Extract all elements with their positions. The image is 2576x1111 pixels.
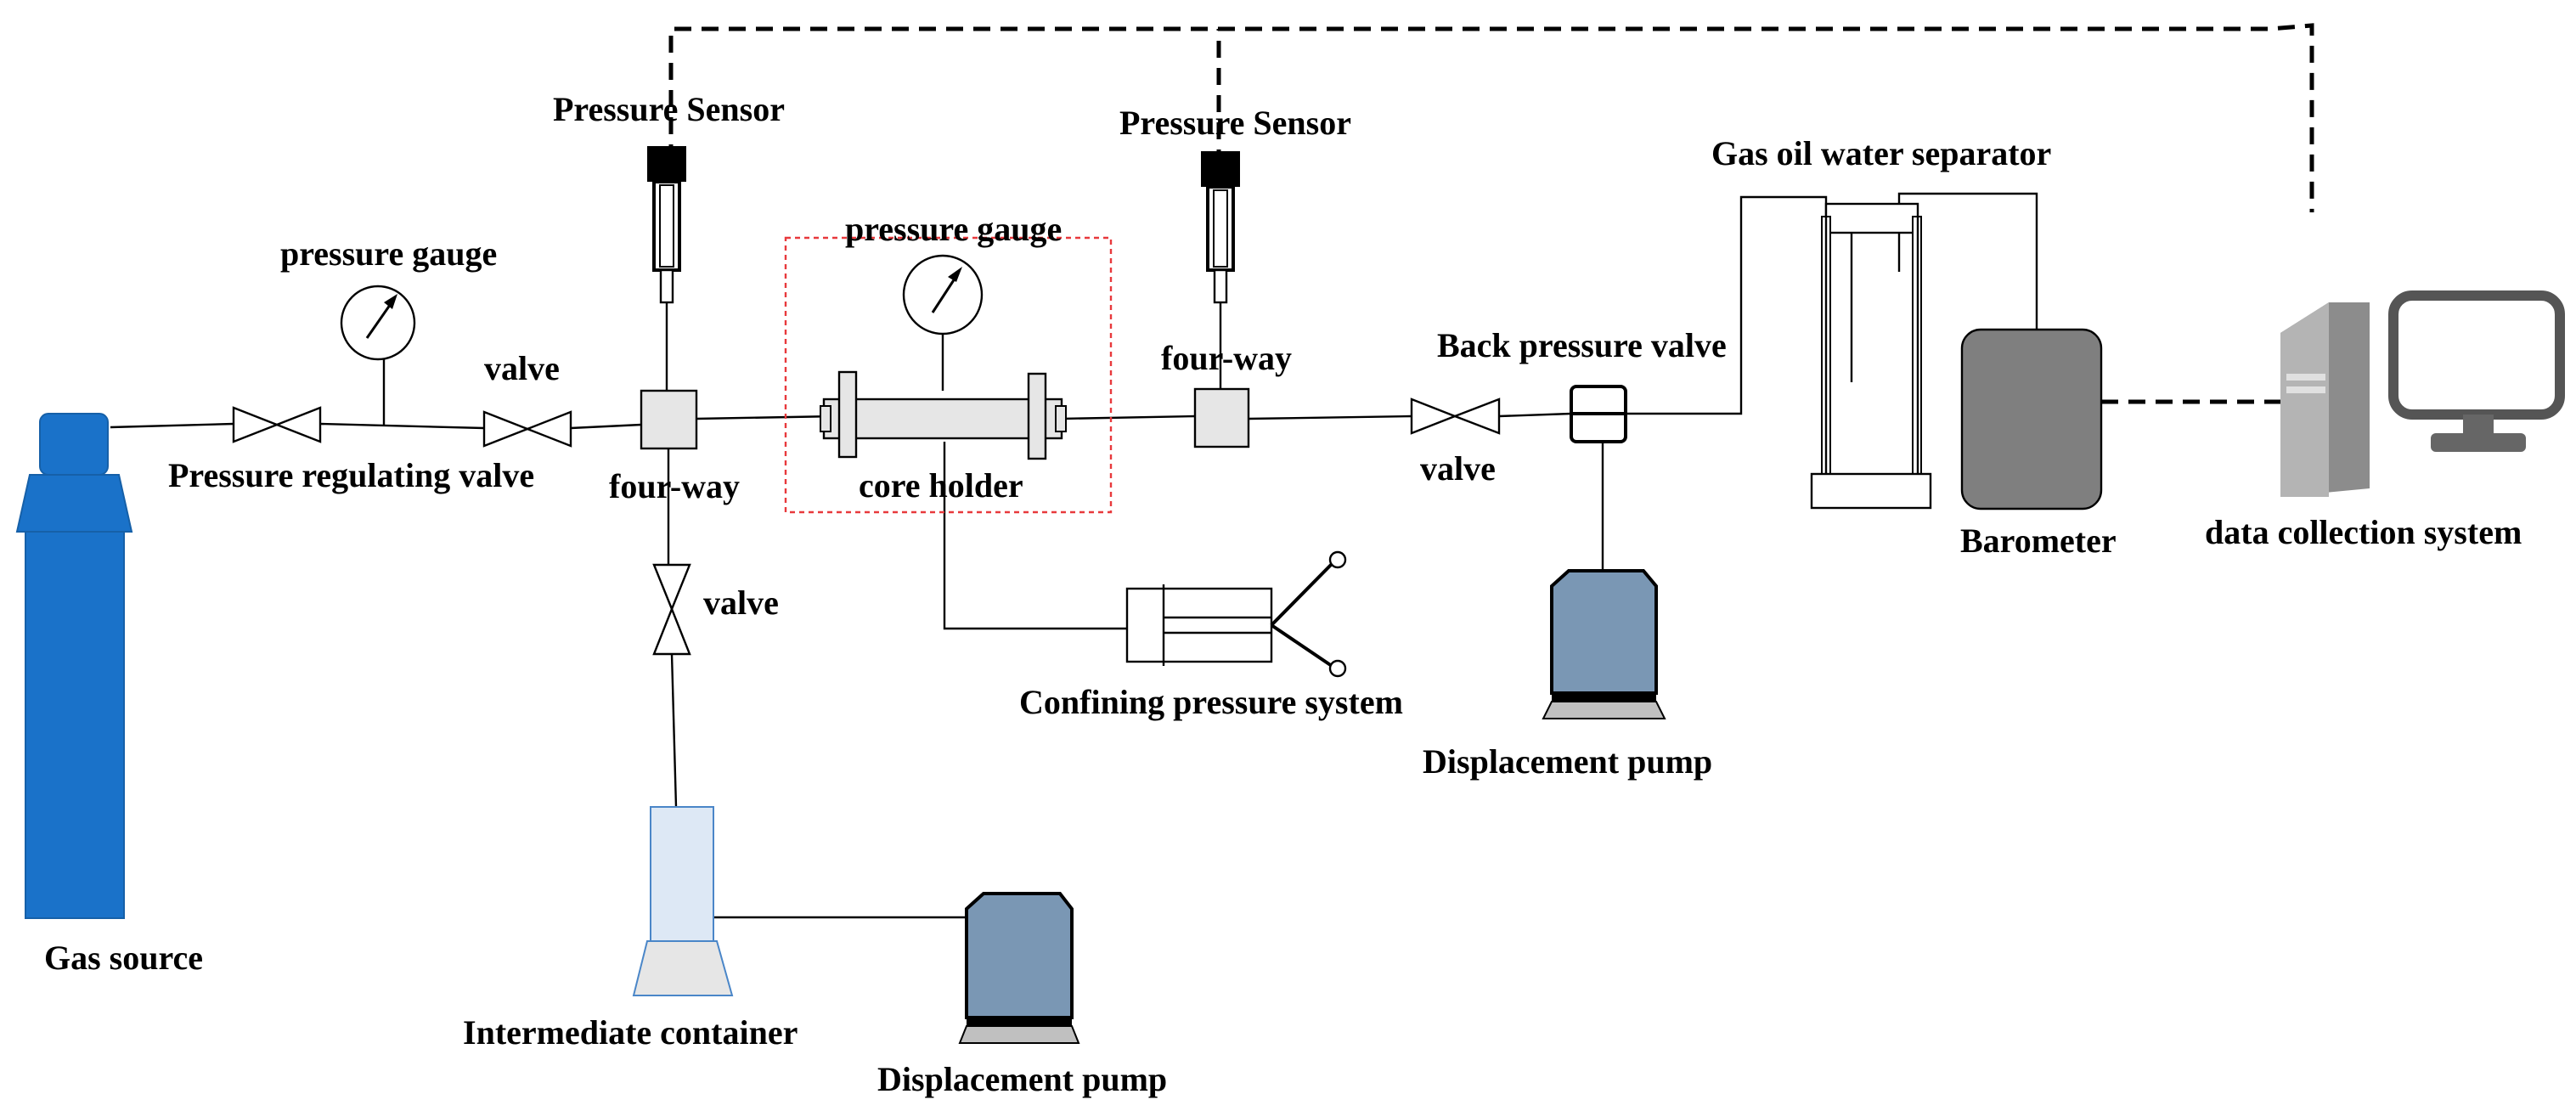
displacement-pump-right-icon (1542, 569, 1666, 719)
back-pressure-valve-icon (1410, 398, 1501, 435)
pressure-regulating-valve-icon (232, 406, 322, 443)
pipe-bpv-to-housing (1498, 412, 1572, 418)
four-way-right-icon (1193, 387, 1250, 448)
data-collection-system-label: data collection system (2205, 513, 2522, 551)
core-holder-label: core holder (859, 466, 1023, 505)
displacement-pump-bottom-icon (958, 892, 1080, 1044)
valve-top-left-icon (482, 410, 572, 448)
sensor-left-signal-line (668, 23, 2314, 212)
intermediate-container-icon (632, 806, 734, 996)
displacement-pump-bottom-label: Displacement pump (877, 1060, 1167, 1098)
four-way-right-label: four-way (1161, 339, 1292, 377)
pressure-gauge-left-icon (340, 285, 416, 361)
cylinder-valve-cap (39, 413, 109, 476)
pressure-sensor-right-icon (1201, 151, 1240, 304)
pipe-core-to-fourway-right (1061, 415, 1196, 420)
cylinder-shoulder (15, 474, 133, 533)
pressure-gauge-left-label: pressure gauge (280, 234, 497, 273)
core-holder-icon (820, 370, 1067, 460)
displacement-pump-right-label: Displacement pump (1423, 742, 1712, 781)
gas-source-label: Gas source (44, 939, 203, 977)
signal-lines (668, 23, 2314, 404)
pipe-fourway-to-bpv (1248, 415, 1412, 420)
confining-pressure-system-icon (1125, 550, 1347, 678)
four-way-left-icon (640, 389, 698, 450)
pipe-valve-to-fourway (570, 423, 642, 430)
computer-tower-icon (2280, 302, 2370, 497)
pressure-regulating-valve-label: Pressure regulating valve (168, 456, 534, 494)
valve-right-label: valve (1420, 449, 1496, 488)
pressure-sensor-left-icon (647, 146, 686, 304)
cylinder-body (25, 531, 125, 919)
pressure-sensor-left-label: Pressure Sensor (553, 90, 785, 128)
back-pressure-housing-icon (1570, 385, 1627, 443)
gas-cylinder (15, 413, 133, 919)
pressure-sensor-right-label: Pressure Sensor (1119, 104, 1351, 142)
pipe-gas-to-regulator (110, 422, 234, 429)
confining-pressure-system-label: Confining pressure system (1019, 683, 1403, 721)
gas-oil-water-separator-icon (1810, 202, 1932, 510)
valve-vertical-label: valve (703, 584, 779, 622)
valve-top-left-label: valve (484, 349, 560, 387)
back-pressure-valve-label: Back pressure valve (1437, 326, 1727, 364)
four-way-left-label: four-way (609, 467, 740, 505)
barometer-icon (1960, 328, 2103, 510)
pipe-valve-to-container (670, 653, 678, 808)
intermediate-container-label: Intermediate container (463, 1013, 798, 1052)
gas-oil-water-separator-label: Gas oil water separator (1711, 134, 2051, 172)
pipe-fourway-to-core (696, 415, 837, 420)
core-holder-highlight-box (784, 236, 1113, 514)
pipe-regulator-to-valve (319, 422, 485, 430)
valve-vertical-icon (652, 563, 691, 656)
pressure-gauge-core-icon (902, 254, 984, 336)
barometer-label: Barometer (1960, 522, 2117, 560)
pipe-housing-to-separator (1622, 195, 1828, 415)
pipe-core-to-confining (943, 442, 1127, 630)
computer-monitor-icon (2388, 290, 2565, 452)
pressure-gauge-core-label: pressure gauge (845, 210, 1062, 248)
